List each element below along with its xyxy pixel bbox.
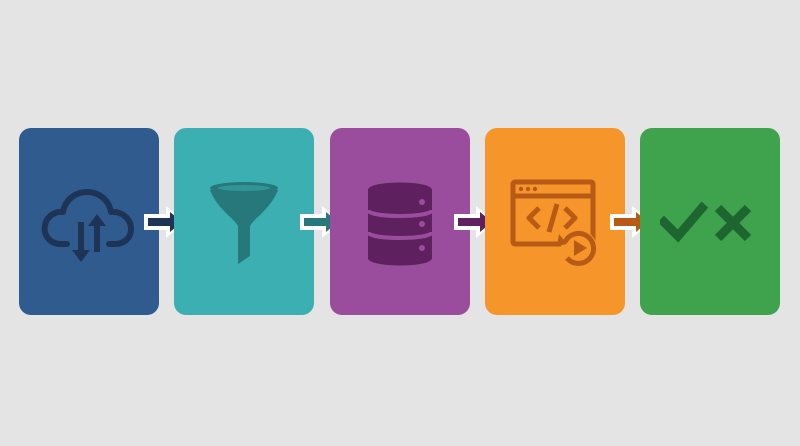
step-store-tile xyxy=(330,128,470,315)
step-cloud-sync-tile xyxy=(19,128,159,315)
code-window-play-icon xyxy=(510,179,597,266)
step-filter-tile xyxy=(174,128,314,315)
funnel-icon xyxy=(210,182,278,264)
step-execute-code-tile xyxy=(485,128,625,315)
step-validate-tile xyxy=(640,128,780,315)
cloud-upload-download-icon xyxy=(41,189,134,262)
database-icon xyxy=(366,182,434,266)
check-cross-icon xyxy=(660,201,752,243)
